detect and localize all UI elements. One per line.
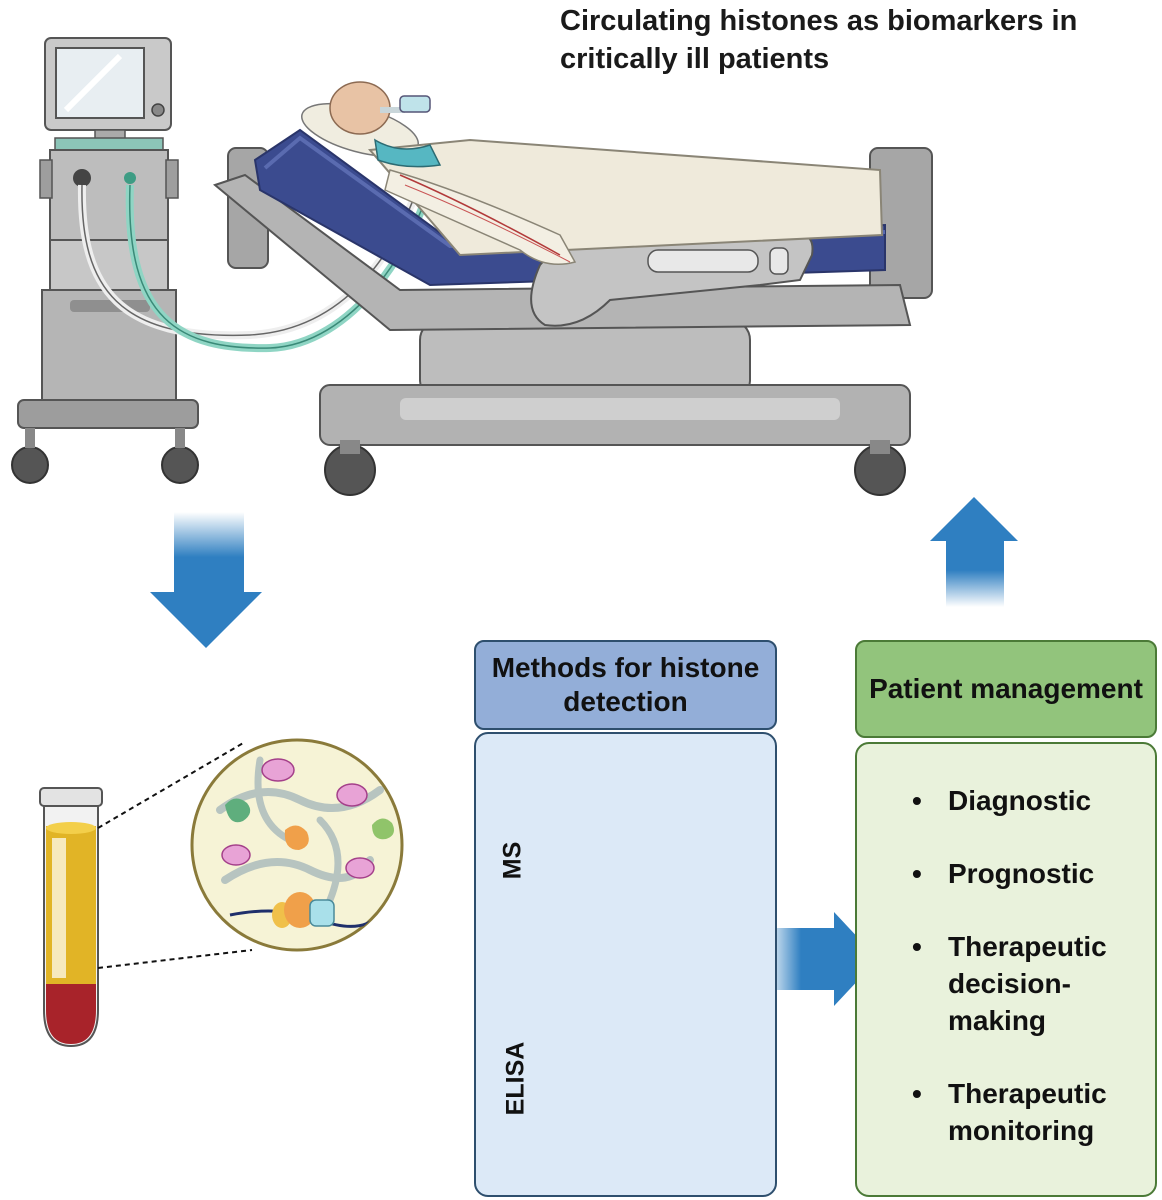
- elisa-label: ELISA: [501, 1041, 530, 1116]
- methods-header: Methods for histone detection: [474, 640, 777, 730]
- histone-magnifier-icon: [190, 738, 404, 952]
- arrow-down-icon: [150, 512, 262, 648]
- list-item: Therapeutic decision-making: [912, 928, 1152, 1039]
- list-item: Prognostic: [912, 855, 1152, 892]
- list-item: Therapeutic monitoring: [912, 1075, 1152, 1149]
- list-item: Diagnostic: [912, 782, 1152, 819]
- patient-icon: [301, 81, 884, 265]
- ventilator-icon: [11, 37, 444, 484]
- methods-panel: [474, 732, 777, 1197]
- hospital-bed-icon: [212, 128, 933, 496]
- blood-tube-icon: [39, 741, 253, 1048]
- ms-label: MS: [498, 841, 527, 880]
- patient-management-list: Diagnostic Prognostic Therapeutic decisi…: [912, 782, 1152, 1185]
- diagram-title: Circulating histones as biomarkers in cr…: [560, 5, 1078, 75]
- patient-management-header: Patient management: [855, 640, 1157, 738]
- arrow-up-icon: [930, 497, 1018, 607]
